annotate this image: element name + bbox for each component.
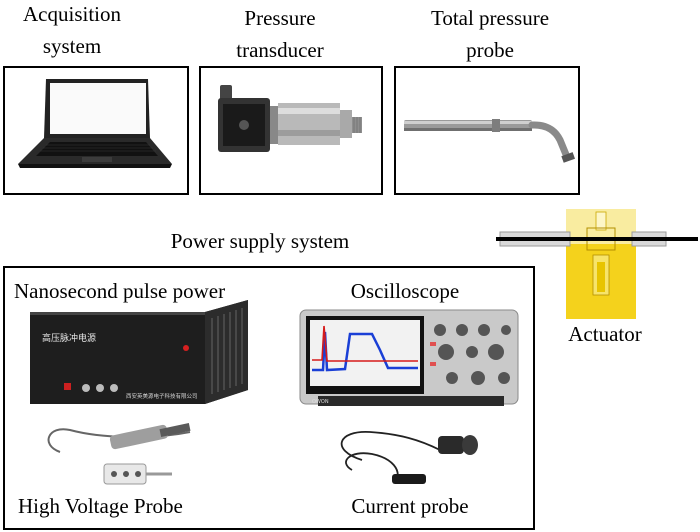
power-supply-label: Power supply system (170, 229, 350, 253)
transducer-label-line2: transducer (236, 38, 324, 62)
current-probe-label: Current probe (351, 494, 469, 518)
pulse-power-unit-illustration (30, 300, 248, 404)
total-pressure-probe-illustration (404, 119, 576, 163)
laptop-illustration (18, 79, 172, 168)
oscilloscope-label: Oscilloscope (350, 279, 460, 303)
acquisition-label-line2: system (42, 34, 102, 58)
actuator-illustration (496, 209, 698, 319)
high-voltage-probe-illustration (47, 422, 191, 485)
probe-label-line1: Total pressure (430, 6, 550, 30)
transducer-label-line1: Pressure (244, 6, 316, 30)
actuator-label: Actuator (568, 322, 642, 346)
current-probe-illustration (340, 431, 478, 484)
oscilloscope-brand-text: OWON (312, 399, 329, 405)
probe-label-line2: probe (466, 38, 514, 62)
power-panel-title: 高压脉冲电源 (42, 332, 96, 344)
acquisition-label-line1: Acquisition (23, 2, 121, 26)
high-voltage-probe-label: High Voltage Probe (18, 494, 183, 518)
pressure-transducer-illustration (218, 85, 362, 152)
nanosecond-pulse-power-label: Nanosecond pulse power (14, 279, 226, 303)
power-manufacturer-text: 西安英美源电子科技有限公司 (126, 392, 198, 400)
oscilloscope-illustration (299, 309, 519, 406)
